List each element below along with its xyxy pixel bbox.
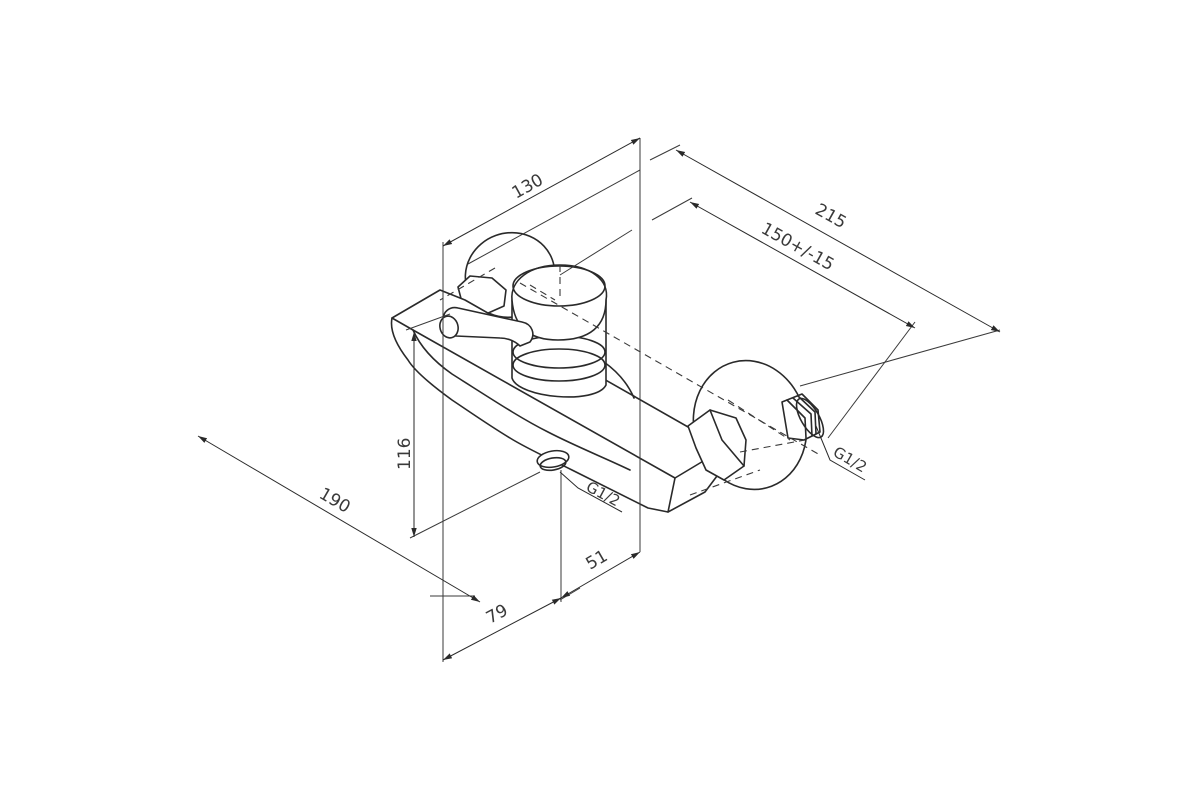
dim-line-190 xyxy=(197,435,481,603)
dim-line-130 xyxy=(442,137,641,247)
label-116: 116 xyxy=(395,438,415,470)
cartridge-ring-lower xyxy=(512,348,606,382)
dim-line-215 xyxy=(675,149,1001,333)
dim-line-150 xyxy=(689,201,916,329)
label-79: 79 xyxy=(483,601,511,629)
lever-tip xyxy=(439,315,459,339)
dim-line-79 xyxy=(442,597,562,661)
mixer-main-body xyxy=(390,289,726,513)
bottom-outlet-ring xyxy=(536,449,570,469)
label-190: 190 xyxy=(316,484,354,518)
hidden-lines xyxy=(439,265,821,496)
mixer-right-shoulder xyxy=(603,361,635,399)
label-51: 51 xyxy=(583,546,612,574)
thread-ring-2 xyxy=(792,397,813,437)
right-nut-edge xyxy=(709,409,745,467)
thread-ring-1 xyxy=(786,399,807,439)
dim-line-51 xyxy=(560,551,641,599)
leader-g12-bottom xyxy=(559,471,623,513)
bottom-outlet-thread xyxy=(539,456,567,472)
mixer-front-face xyxy=(667,477,676,513)
faucet-body xyxy=(390,231,825,513)
leader-g12-right xyxy=(815,425,866,481)
dimension-lines xyxy=(197,137,1001,661)
label-130: 130 xyxy=(509,170,547,203)
mixer-contour-line xyxy=(412,329,631,471)
mixer-top-edge xyxy=(391,317,726,479)
handle-cap-top xyxy=(512,265,606,307)
thread-ring-3 xyxy=(797,395,817,435)
label-215: 215 xyxy=(812,200,850,233)
